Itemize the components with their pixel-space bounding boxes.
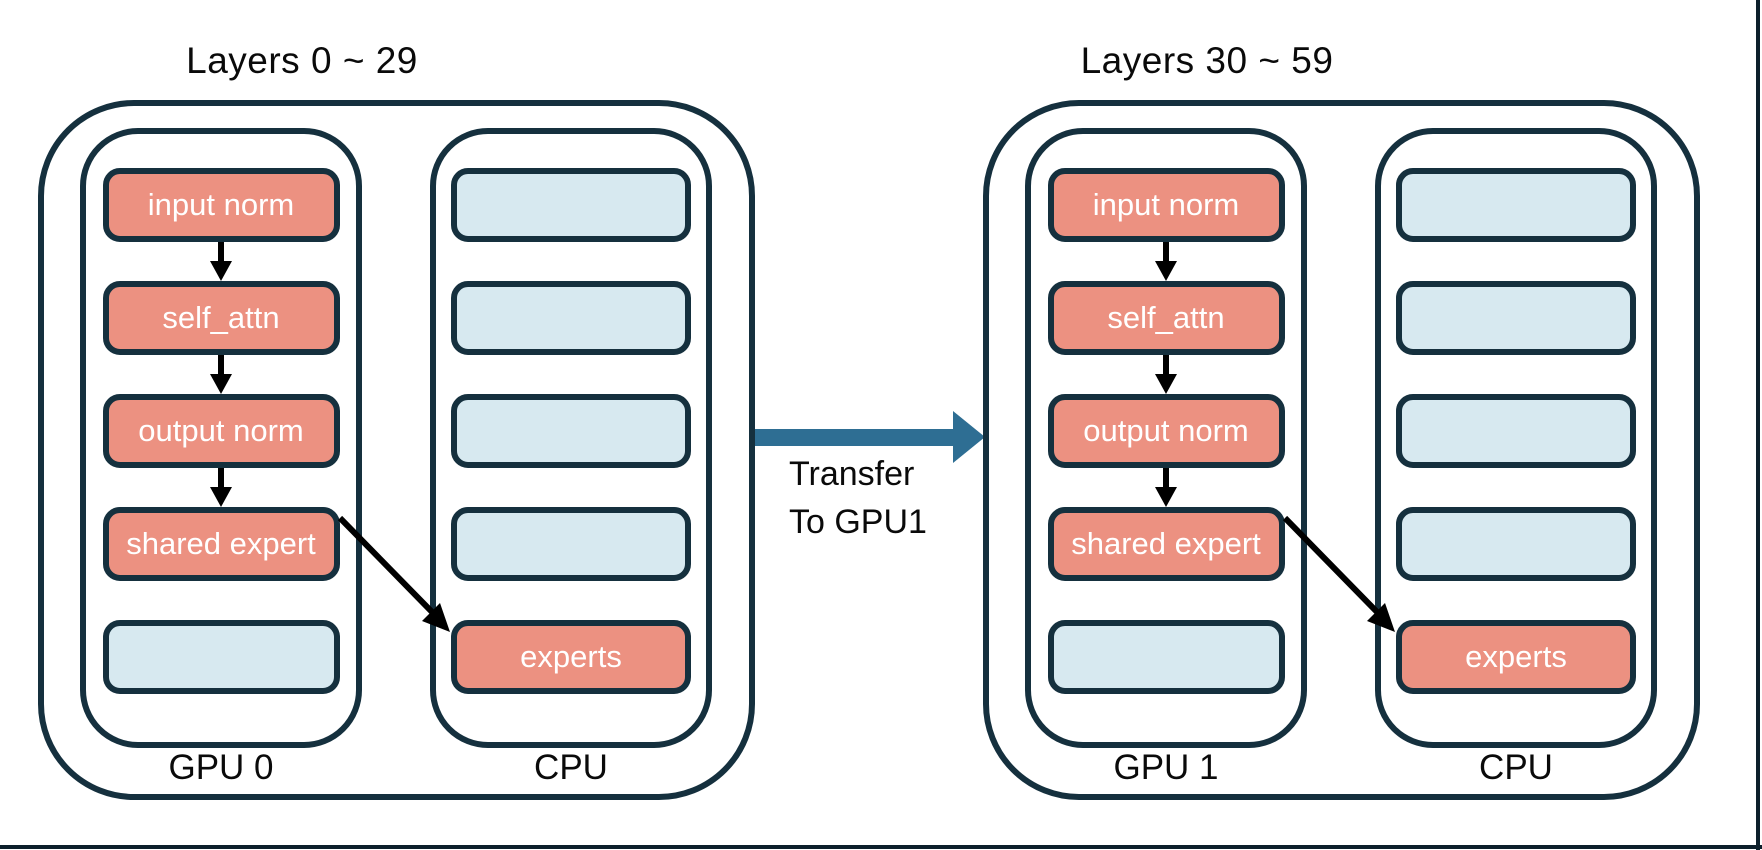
layer-range-title-left: Layers 0 ~ 29	[186, 40, 418, 81]
layer-box-empty-slot	[451, 168, 691, 242]
layer-box-output-norm: output norm	[102, 394, 340, 468]
layer-group-30-59: input norm self_attn output norm shared …	[983, 100, 1700, 800]
gpu-label: GPU 1	[1113, 748, 1219, 787]
cpu-label: CPU	[1479, 748, 1553, 787]
layer-box-experts: experts	[1396, 620, 1636, 694]
layer-box-label: experts	[520, 639, 622, 674]
gpu1-column: input norm self_attn output norm shared …	[1025, 128, 1307, 748]
gpu0-column: input norm self_attn output norm shared …	[80, 128, 362, 748]
slide-edge-bottom	[0, 845, 1762, 849]
layer-group-0-29: input norm self_attn output norm shared …	[38, 100, 755, 800]
layer-box-output-norm: output norm	[1047, 394, 1285, 468]
cpu-label: CPU	[534, 748, 608, 787]
flow-gap	[206, 242, 236, 281]
down-arrow-icon	[1155, 468, 1177, 507]
layer-box-label: experts	[1465, 639, 1567, 674]
layer-box-self-attn: self_attn	[102, 281, 340, 355]
layer-box-shared-expert: shared expert	[1047, 507, 1285, 581]
offload-arrow-icon	[337, 515, 450, 632]
flow-gap	[206, 468, 236, 507]
layer-box-self-attn: self_attn	[1047, 281, 1285, 355]
transfer-label-line2: To GPU1	[789, 503, 927, 541]
layer-box-label: output norm	[138, 413, 304, 448]
layer-box-empty-slot	[1396, 281, 1636, 355]
flow-gap	[1151, 242, 1181, 281]
layer-box-label: self_attn	[162, 300, 280, 335]
flow-gap	[206, 355, 236, 394]
down-arrow-icon	[210, 242, 232, 281]
flow-gap	[1151, 468, 1181, 507]
transfer-label: Transfer To GPU1	[789, 450, 927, 546]
layer-box-empty-slot	[1396, 394, 1636, 468]
layer-box-empty-slot	[451, 281, 691, 355]
layer-box-label: shared expert	[1071, 526, 1261, 561]
layer-box-empty-slot	[451, 507, 691, 581]
slide-edge-right	[1756, 0, 1760, 850]
cpu-column-right: experts	[1375, 128, 1657, 748]
layer-box-label: self_attn	[1107, 300, 1225, 335]
down-arrow-icon	[1155, 242, 1177, 281]
layer-box-label: input norm	[147, 187, 295, 222]
layer-box-label: input norm	[1092, 187, 1240, 222]
down-arrow-icon	[1155, 355, 1177, 394]
gpu-label: GPU 0	[168, 748, 274, 787]
offload-arrow-icon	[1282, 515, 1395, 632]
down-arrow-icon	[210, 355, 232, 394]
layer-box-empty-slot	[1396, 507, 1636, 581]
transfer-label-line1: Transfer	[789, 455, 915, 493]
layer-box-empty-slot	[1396, 168, 1636, 242]
layer-box-label: shared expert	[126, 526, 316, 561]
cpu-column-left: experts	[430, 128, 712, 748]
layer-box-empty-slot	[451, 394, 691, 468]
layer-range-title-right: Layers 30 ~ 59	[1080, 40, 1334, 81]
transfer-arrow-icon	[755, 411, 985, 463]
layer-box-experts: experts	[451, 620, 691, 694]
layer-box-empty-slot	[102, 620, 340, 694]
layer-box-label: output norm	[1083, 413, 1249, 448]
flow-gap	[1151, 355, 1181, 394]
down-arrow-icon	[210, 468, 232, 507]
layer-box-empty-slot	[1047, 620, 1285, 694]
layer-box-shared-expert: shared expert	[102, 507, 340, 581]
layer-box-input-norm: input norm	[102, 168, 340, 242]
layer-box-input-norm: input norm	[1047, 168, 1285, 242]
